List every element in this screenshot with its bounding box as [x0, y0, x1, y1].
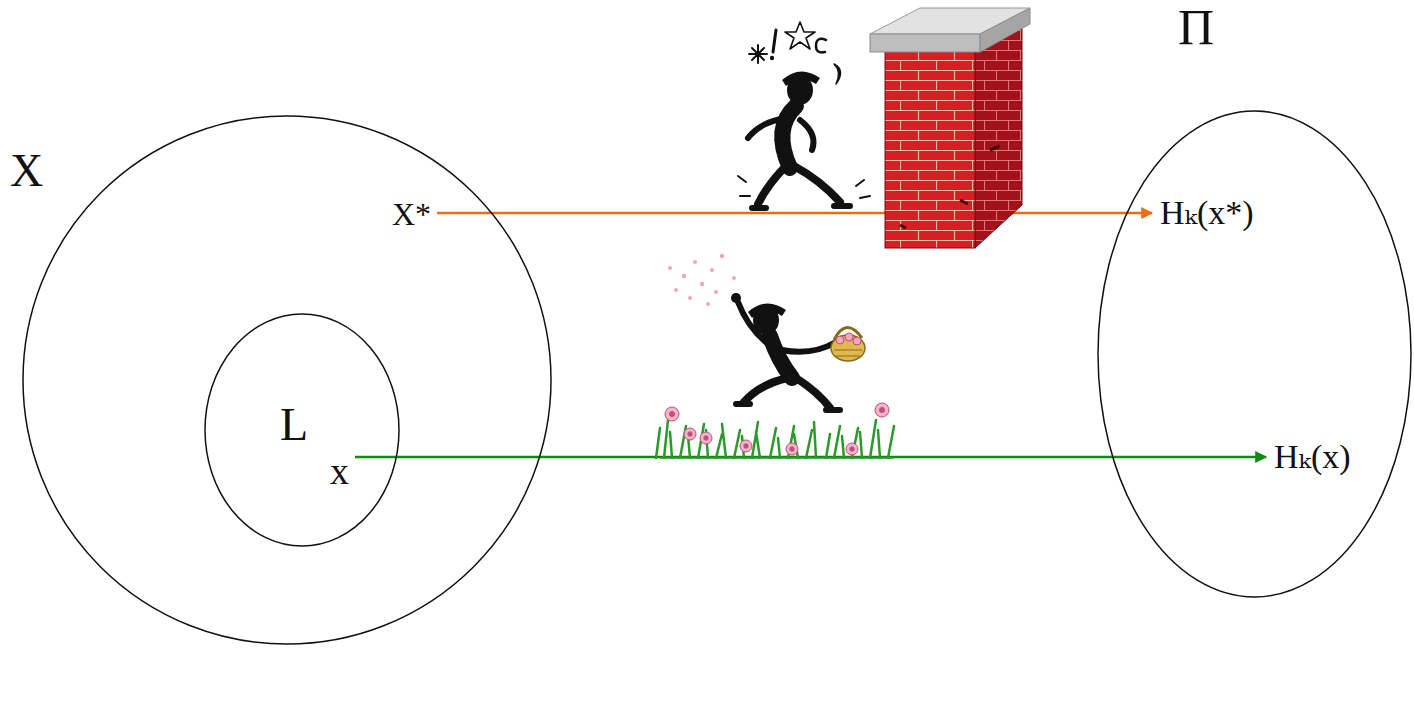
set-circle: X*xLX [22, 115, 552, 645]
dizzy-figure [738, 22, 870, 208]
mapping-arrow [355, 456, 1266, 459]
flowers [665, 403, 889, 455]
point-name: x [328, 452, 351, 490]
outline [22, 115, 552, 645]
outline-ellipse [1098, 111, 1411, 597]
brick-wall [870, 8, 1030, 248]
set-name: Π [1178, 2, 1214, 52]
outline-ellipse [205, 314, 399, 546]
point-name: Hₖ(x*) [1158, 196, 1256, 230]
petals [668, 254, 736, 306]
grass [656, 420, 894, 458]
set-name: X [10, 148, 43, 194]
image-label: Hₖ(x) [1272, 440, 1353, 474]
point-name: X* [390, 198, 433, 230]
happy-figure [731, 293, 840, 410]
flower-basket [831, 327, 865, 361]
point-name: Hₖ(x) [1272, 440, 1353, 474]
mapping-arrow [437, 212, 1152, 215]
image-label: Hₖ(x*) [1158, 196, 1256, 230]
outline [1097, 110, 1412, 598]
outline-ellipse [23, 116, 551, 644]
point-label: X* [390, 198, 433, 230]
set-name: L [280, 402, 308, 448]
subset-circle: xL [204, 313, 400, 547]
set-ellipse: Hₖ(x*)Hₖ(x)Π [1097, 110, 1412, 598]
point-label: x [328, 452, 351, 490]
